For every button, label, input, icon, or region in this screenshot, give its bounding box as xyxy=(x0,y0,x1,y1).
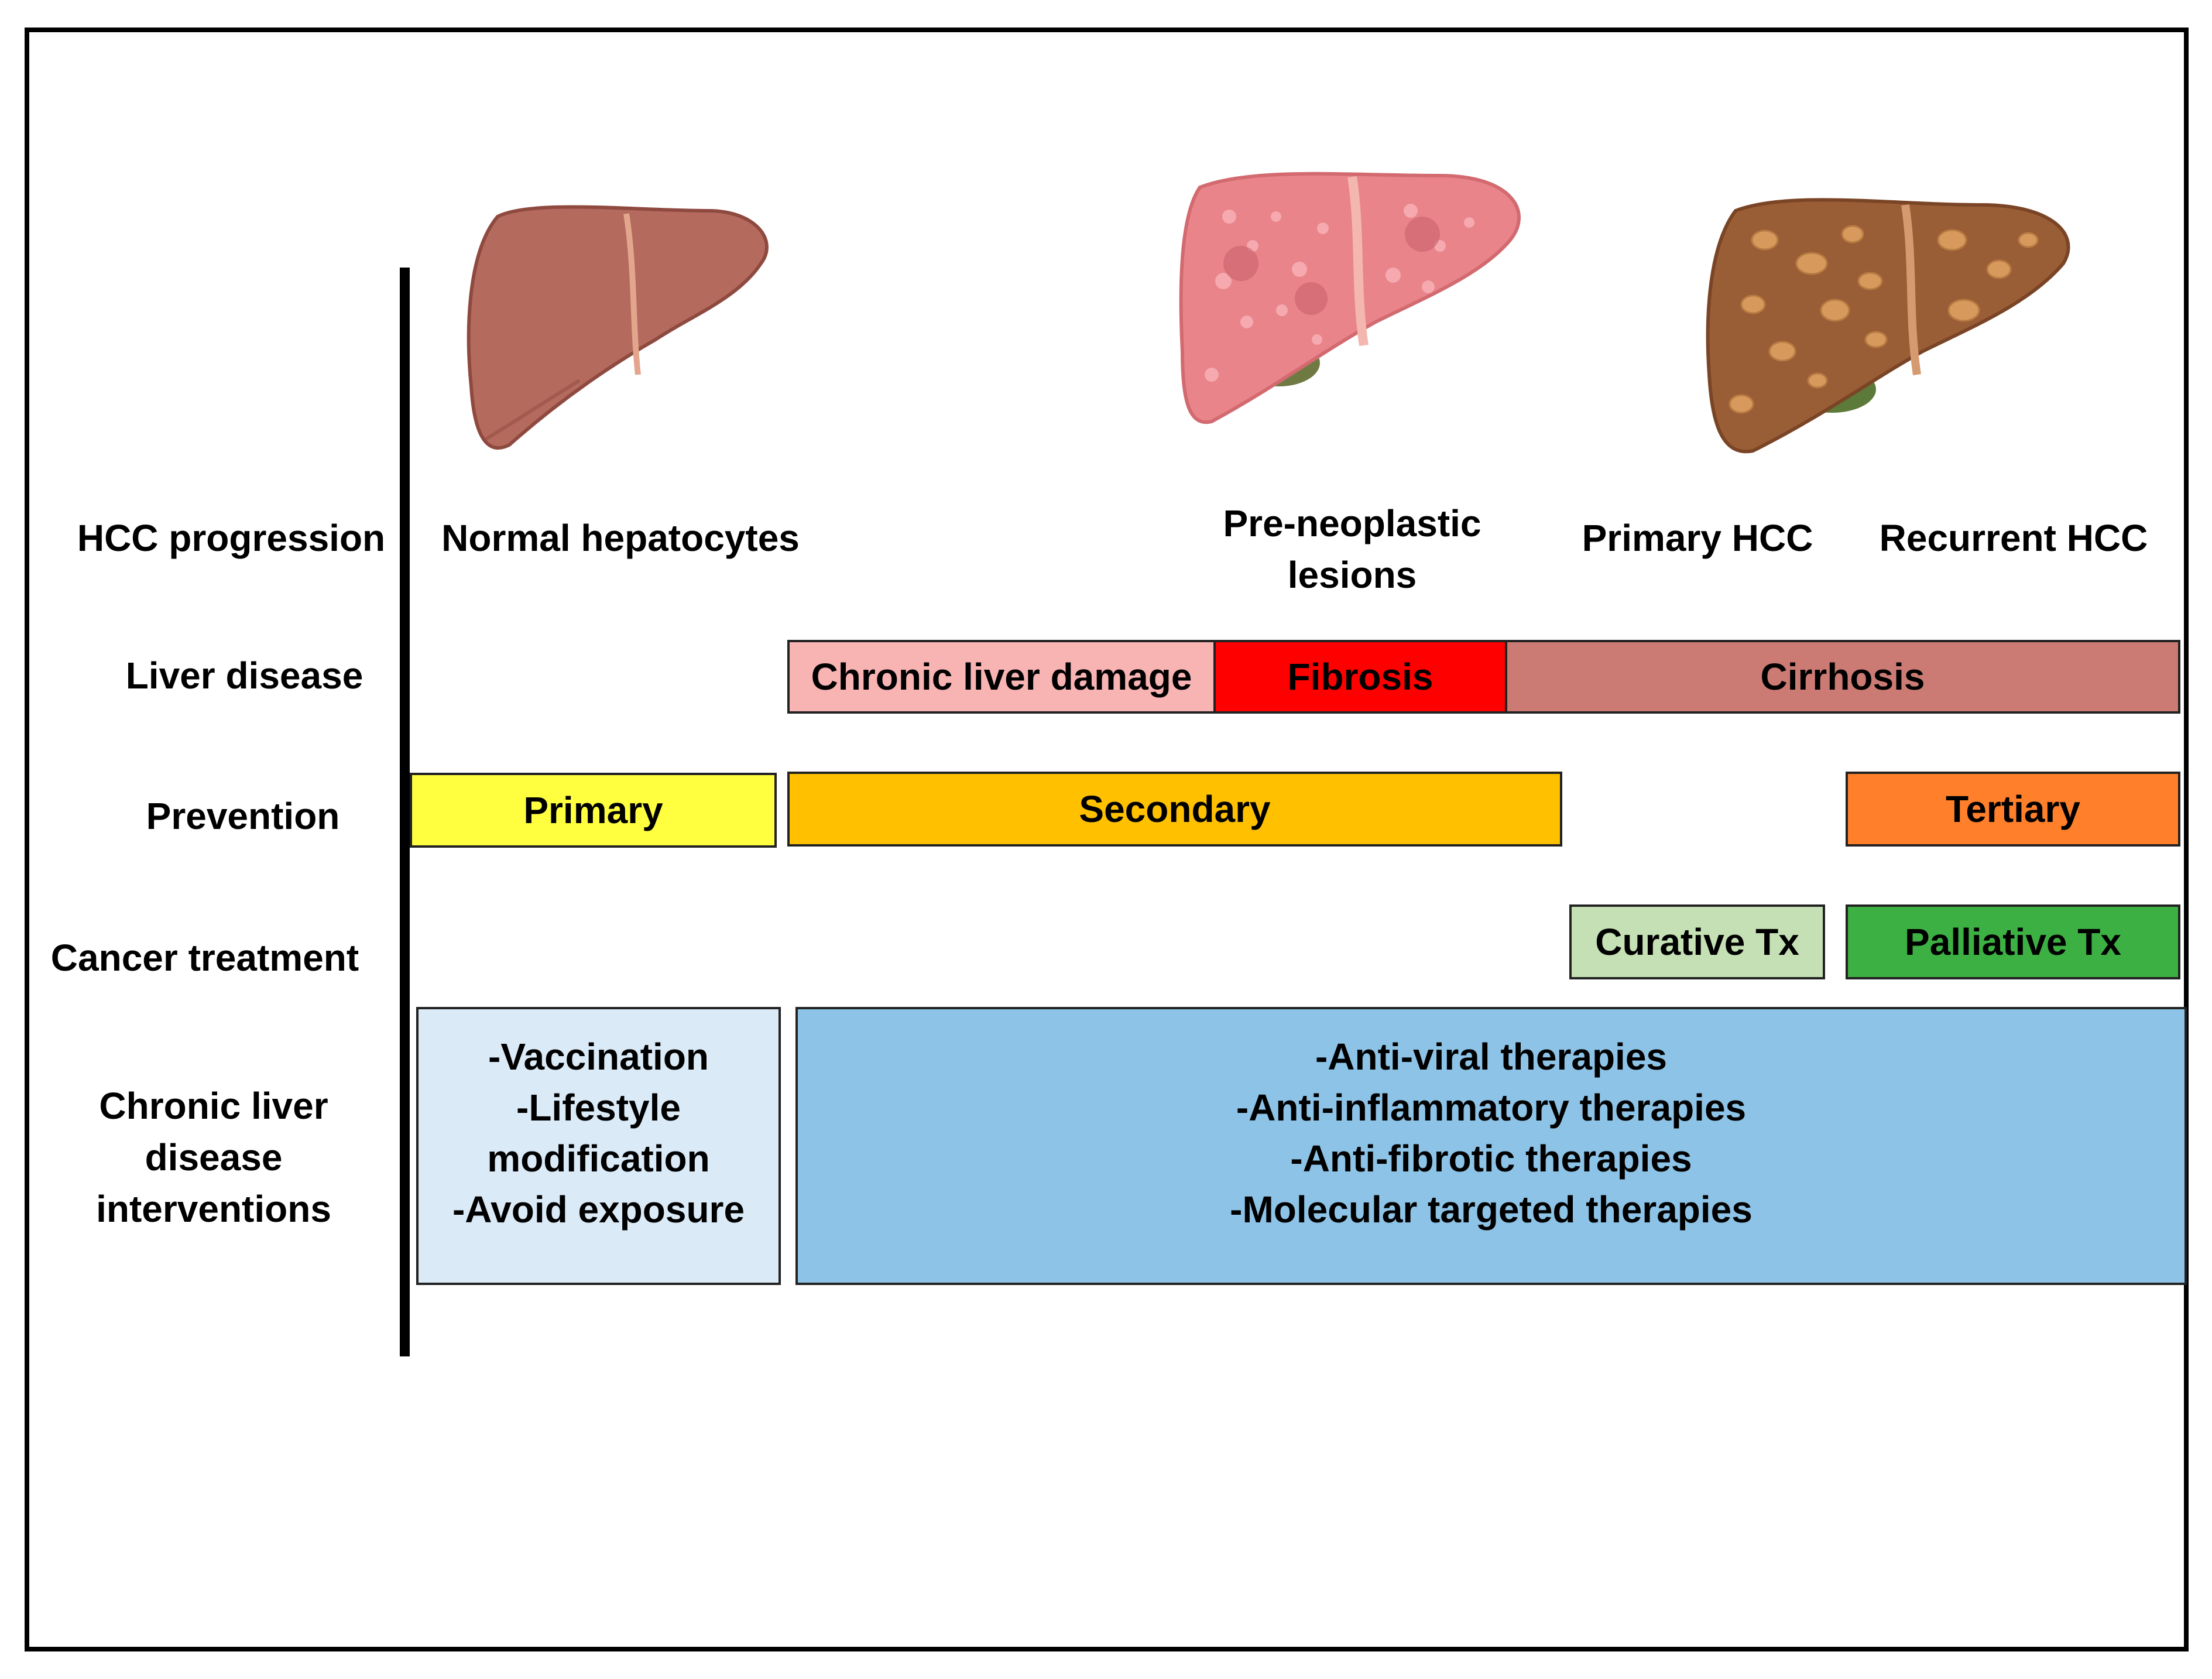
row-label-interventions-line1: Chronic liver disease xyxy=(99,1085,328,1178)
intervention-left-item: modification xyxy=(487,1137,710,1180)
stage-recurrent-hcc: Recurrent HCC xyxy=(1879,517,2148,559)
intervention-right-item: -Anti-inflammatory therapies xyxy=(1236,1087,1747,1129)
bar-primary-prevention: Primary xyxy=(410,773,777,848)
stage-preneoplastic-lesions: Pre-neoplastic lesions xyxy=(1200,498,1504,601)
intervention-right-item: -Anti-fibrotic therapies xyxy=(1290,1137,1692,1180)
bar-tertiary-prevention: Tertiary xyxy=(1846,772,2180,847)
bar-cirrhosis: Cirrhosis xyxy=(1505,640,2180,714)
preneoplastic-liver-icon xyxy=(1179,172,1521,424)
intervention-right-item: -Molecular targeted therapies xyxy=(1230,1188,1753,1231)
intervention-right-item: -Anti-viral therapies xyxy=(1315,1036,1668,1078)
vertical-axis-line xyxy=(400,268,410,1356)
stage-primary-hcc: Primary HCC xyxy=(1582,517,1813,559)
row-label-interventions-line2: interventions xyxy=(96,1188,331,1230)
stage-normal-hepatocytes: Normal hepatocytes xyxy=(441,517,800,559)
row-label-interventions: Chronic liver disease interventions xyxy=(29,1080,398,1235)
bar-chronic-liver-damage: Chronic liver damage xyxy=(787,640,1216,714)
cirrhotic-liver-icon xyxy=(1706,198,2070,454)
box-lifestyle-interventions: -Vaccination -Lifestyle modification -Av… xyxy=(416,1007,781,1285)
box-therapy-interventions: -Anti-viral therapies -Anti-inflammatory… xyxy=(795,1007,2187,1285)
bar-fibrosis: Fibrosis xyxy=(1213,640,1507,714)
normal-liver-icon xyxy=(467,205,769,450)
stage-preneoplastic-line2: lesions xyxy=(1287,554,1417,596)
intervention-left-item: -Lifestyle xyxy=(516,1087,681,1129)
intervention-left-item: -Avoid exposure xyxy=(452,1188,745,1231)
bar-palliative-tx: Palliative Tx xyxy=(1846,904,2180,979)
intervention-left-item: -Vaccination xyxy=(488,1036,709,1078)
stage-preneoplastic-line1: Pre-neoplastic xyxy=(1223,502,1481,544)
bar-secondary-prevention: Secondary xyxy=(787,772,1562,847)
row-label-liver-disease: Liver disease xyxy=(125,655,363,697)
row-label-hcc-progression: HCC progression xyxy=(77,517,386,559)
bar-curative-tx: Curative Tx xyxy=(1569,904,1825,979)
figure-frame xyxy=(25,28,2189,1651)
row-label-cancer-treatment: Cancer treatment xyxy=(50,937,359,979)
row-label-prevention: Prevention xyxy=(146,795,340,837)
